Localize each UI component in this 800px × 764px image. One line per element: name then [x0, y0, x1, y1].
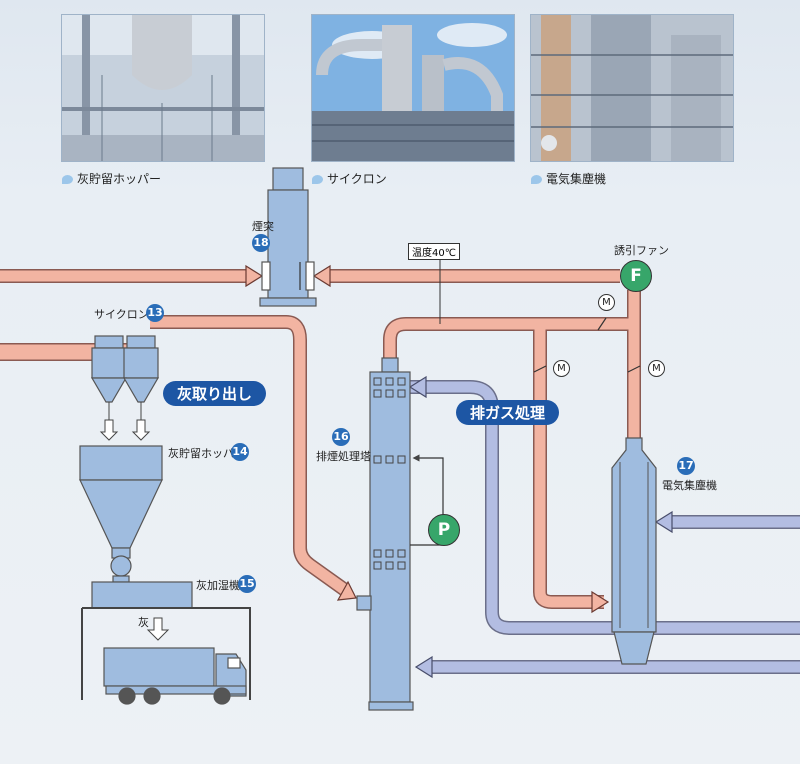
ash-removal-banner: 灰取り出し	[163, 381, 267, 406]
droplet-icon	[312, 175, 323, 184]
photo-caption: サイクロン	[312, 170, 387, 187]
induced-fan-symbol: F	[620, 260, 652, 292]
caption-text: サイクロン	[327, 172, 387, 186]
chimney-number-badge: 18	[252, 234, 270, 252]
humidifier-label: 灰加湿機	[196, 579, 240, 592]
esp-label: 電気集塵機	[662, 479, 717, 492]
humidifier-number-badge: 15	[238, 575, 256, 593]
photo-caption: 灰貯留ホッパー	[62, 170, 161, 187]
hopper-label: 灰貯留ホッパ	[168, 447, 234, 460]
motor-valve-symbol: M	[553, 360, 570, 377]
droplet-icon	[62, 175, 73, 184]
scrubber-label: 排煙処理塔	[316, 450, 371, 463]
droplet-icon	[531, 175, 542, 184]
caption-text: 灰貯留ホッパー	[77, 172, 162, 186]
fan-label: 誘引ファン	[614, 244, 669, 257]
photo-cyclone	[311, 14, 515, 162]
chimney-label: 煙突	[252, 220, 274, 233]
esp-number-badge: 17	[677, 457, 695, 475]
scrubber-number-badge: 16	[332, 428, 350, 446]
caption-text: 電気集塵機	[546, 172, 607, 186]
pump-symbol: P	[428, 514, 460, 546]
cyclone-label: サイクロン	[94, 308, 149, 321]
photo-caption: 電気集塵機	[531, 170, 606, 187]
cyclone-number-badge: 13	[146, 304, 164, 322]
ash-label: 灰	[138, 616, 149, 629]
photo-electrostatic-precipitator	[530, 14, 734, 162]
hopper-number-badge: 14	[231, 443, 249, 461]
gas-treatment-banner: 排ガス処理	[456, 400, 560, 425]
temperature-label: 温度40℃	[408, 243, 460, 260]
motor-valve-symbol: M	[598, 294, 615, 311]
photo-ash-hopper	[61, 14, 265, 162]
motor-valve-symbol: M	[648, 360, 665, 377]
